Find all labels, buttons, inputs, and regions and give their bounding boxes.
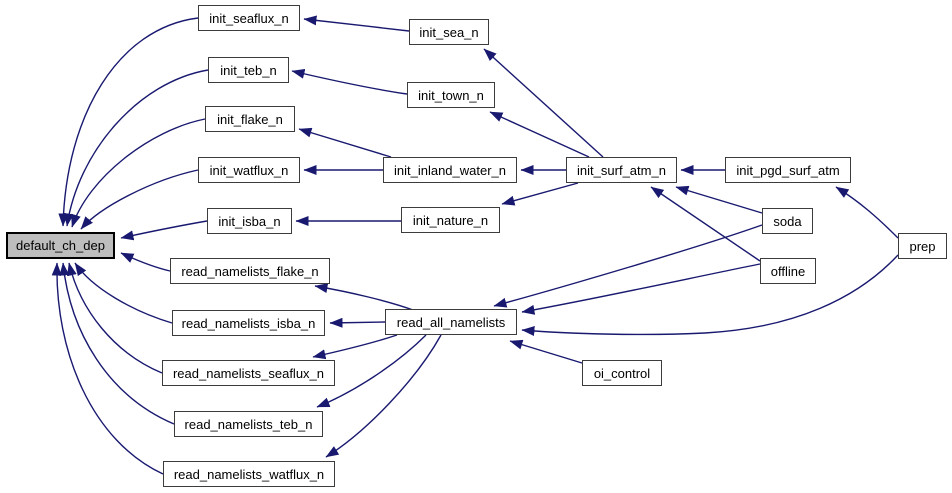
node-init-town-n[interactable]: init_town_n	[407, 82, 495, 108]
edge-read-all-namelists--read-namelists-seaflux-n	[312, 334, 398, 360]
edge-init-surf-atm-n--init-nature-n	[501, 182, 579, 206]
edge-soda--read-all-namelists	[493, 224, 763, 308]
node-offline[interactable]: offline	[760, 258, 816, 284]
edge-prep--read-all-namelists	[521, 254, 899, 337]
edge-init-surf-atm-n--init-sea-n	[483, 48, 604, 158]
edge-read-all-namelists--read-namelists-watflux-n	[325, 334, 442, 458]
node-init-watflux-n[interactable]: init_watflux_n	[198, 157, 300, 183]
edge-soda--init-surf-atm-n	[675, 185, 763, 214]
edge-prep--init-pgd-surf-atm	[835, 186, 899, 239]
edge-init-town-n--init-teb-n	[291, 68, 408, 95]
node-init-sea-n[interactable]: init_sea_n	[409, 19, 489, 45]
edge-read-namelists-teb-n--default-ch-dep	[59, 262, 175, 425]
node-init-flake-n[interactable]: init_flake_n	[205, 106, 295, 132]
node-init-isba-n[interactable]: init_isba_n	[207, 208, 292, 234]
node-prep[interactable]: prep	[898, 233, 947, 259]
node-read-all-namelists[interactable]: read_all_namelists	[385, 309, 517, 335]
node-oi-control[interactable]: oi_control	[582, 360, 662, 386]
node-read-namelists-flake-n[interactable]: read_namelists_flake_n	[170, 258, 330, 284]
edge-read-all-namelists--read-namelists-flake-n	[314, 283, 414, 311]
node-init-pgd-surf-atm[interactable]: init_pgd_surf_atm	[725, 157, 851, 183]
edge-init-inland-water-n--init-flake-n	[298, 127, 392, 158]
node-default-ch-dep: default_ch_dep	[6, 232, 115, 259]
edge-init-flake-n--default-ch-dep	[71, 118, 206, 228]
edge-offline--init-surf-atm-n	[650, 186, 761, 262]
node-read-namelists-isba-n[interactable]: read_namelists_isba_n	[172, 310, 325, 336]
node-read-namelists-teb-n[interactable]: read_namelists_teb_n	[174, 411, 323, 437]
edge-init-sea-n--init-seaflux-n	[303, 15, 410, 32]
edge-init-seaflux-n--default-ch-dep	[58, 17, 199, 227]
edge-init-surf-atm-n--init-town-n	[489, 111, 590, 158]
edge-init-watflux-n--default-ch-dep	[80, 169, 199, 230]
edge-read-namelists-flake-n--default-ch-dep	[120, 252, 171, 272]
edge-init-teb-n--default-ch-dep	[63, 69, 209, 227]
node-init-seaflux-n[interactable]: init_seaflux_n	[198, 5, 300, 31]
edge-oi-control--read-all-namelists	[509, 339, 583, 364]
node-init-inland-water-n[interactable]: init_inland_water_n	[383, 157, 517, 183]
edge-read-all-namelists--read-namelists-teb-n	[316, 334, 427, 408]
edge-read-namelists-watflux-n--default-ch-dep	[51, 262, 164, 475]
edge-init-isba-n--default-ch-dep	[120, 220, 208, 241]
node-init-surf-atm-n[interactable]: init_surf_atm_n	[566, 157, 677, 183]
node-init-teb-n[interactable]: init_teb_n	[208, 57, 289, 83]
edge-read-all-namelists--read-namelists-isba-n	[329, 317, 386, 328]
node-read-namelists-watflux-n[interactable]: read_namelists_watflux_n	[163, 461, 335, 487]
node-read-namelists-seaflux-n[interactable]: read_namelists_seaflux_n	[162, 360, 335, 386]
edge-offline--read-all-namelists	[521, 263, 761, 315]
edge-read-namelists-isba-n--default-ch-dep	[74, 262, 173, 324]
edge-read-namelists-seaflux-n--default-ch-dep	[66, 262, 163, 374]
node-soda[interactable]: soda	[762, 208, 813, 234]
node-init-nature-n[interactable]: init_nature_n	[401, 207, 500, 233]
